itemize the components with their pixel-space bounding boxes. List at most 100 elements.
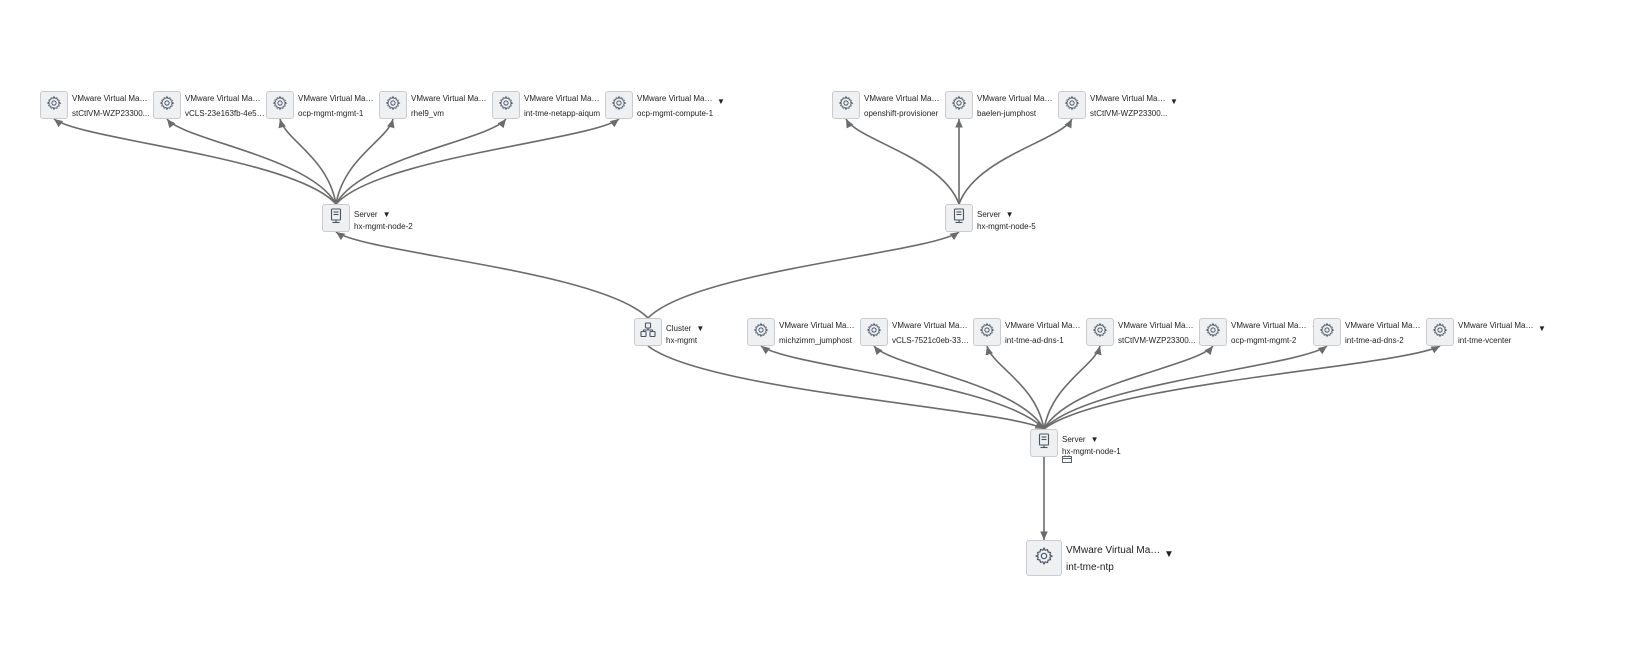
- expand-caret-icon[interactable]: ▼: [696, 324, 705, 333]
- expand-caret-icon[interactable]: ▼: [382, 210, 391, 219]
- gear-icon: [838, 95, 854, 116]
- node-type: VMware Virtual Mach...: [1458, 321, 1536, 330]
- edge-server_node2-to-vm_n2_3: [278, 118, 337, 205]
- expand-caret-icon[interactable]: ▼: [1538, 324, 1546, 333]
- vm-node-box[interactable]: [1026, 540, 1062, 576]
- node-name[interactable]: hx-mgmt-node-5: [977, 222, 1036, 231]
- vm-node-box[interactable]: [747, 318, 775, 346]
- gear-icon: [1319, 322, 1335, 343]
- edge-server_node2-to-vm_n2_1: [53, 118, 337, 205]
- server-node-box[interactable]: [322, 204, 350, 232]
- node-name[interactable]: int-tme-ntp: [1066, 562, 1114, 573]
- node-name[interactable]: int-tme-ad-dns-1: [1005, 336, 1064, 345]
- gear-icon: [498, 95, 514, 116]
- node-name[interactable]: ocp-mgmt-compute-1: [637, 109, 714, 118]
- node-label: Server ▼ hx-mgmt-node-1: [1062, 429, 1121, 457]
- node-type: VMware Virtual Mach...: [72, 94, 150, 103]
- expand-caret-icon[interactable]: ▼: [1005, 210, 1014, 219]
- vm-node-box[interactable]: [945, 91, 973, 119]
- node-name[interactable]: stCtlVM-WZP23300...: [1118, 336, 1196, 345]
- edge-server_node1-to-vm_n1_2: [873, 345, 1045, 430]
- node-name[interactable]: hx-mgmt: [666, 336, 698, 345]
- node-type: Cluster: [666, 324, 692, 333]
- node-label: VMware Virtual Mach...▼stCtlVM-WZP23300.…: [72, 91, 160, 119]
- node-name[interactable]: hx-mgmt-node-1: [1062, 447, 1121, 456]
- vm-node-box[interactable]: [1086, 318, 1114, 346]
- node-name[interactable]: int-tme-vcenter: [1458, 336, 1512, 345]
- node-name[interactable]: stCtlVM-WZP23300...: [72, 109, 150, 118]
- expand-caret-icon[interactable]: ▼: [1170, 97, 1178, 106]
- vm-node-box[interactable]: [379, 91, 407, 119]
- node-type: Server: [1062, 435, 1086, 444]
- vm-node-box[interactable]: [860, 318, 888, 346]
- node-name[interactable]: stCtlVM-WZP23300...: [1090, 109, 1168, 118]
- gear-icon: [272, 95, 288, 116]
- expand-caret-icon[interactable]: ▼: [717, 97, 725, 106]
- edge-server_node5-to-vm_n5_3: [958, 118, 1073, 205]
- node-type: VMware Virtual Mach...: [1005, 321, 1083, 330]
- node-name[interactable]: vCLS-7521c0eb-338...: [892, 336, 972, 345]
- node-name[interactable]: hx-mgmt-node-2: [354, 222, 413, 231]
- node-name[interactable]: ocp-mgmt-mgmt-1: [298, 109, 364, 118]
- vm-node-box[interactable]: [832, 91, 860, 119]
- node-label: VMware Virtual Mach...▼michzimm_jumphost: [779, 318, 867, 346]
- node-type: VMware Virtual Mach...: [185, 94, 263, 103]
- edge-server_node5-to-vm_n5_1: [845, 118, 960, 205]
- node-name[interactable]: baelen-jumphost: [977, 109, 1037, 118]
- node-label: VMware Virtual Mach...▼rhel9_vm: [411, 91, 499, 119]
- vm-node-box[interactable]: [266, 91, 294, 119]
- edge-server_node2-to-vm_n2_4: [335, 118, 395, 205]
- gear-icon: [1432, 322, 1448, 343]
- server-icon: [1037, 432, 1051, 454]
- node-name[interactable]: openshift-provisioner: [864, 109, 939, 118]
- vm-node-box[interactable]: [153, 91, 181, 119]
- gear-icon: [951, 95, 967, 116]
- vm-node-box[interactable]: [605, 91, 633, 119]
- node-label: VMware Virtual Mach...▼ocp-mgmt-mgmt-1: [298, 91, 386, 119]
- node-label: VMware Virtual Mach...▼ocp-mgmt-compute-…: [637, 91, 725, 119]
- node-type: Server: [977, 210, 1001, 219]
- gear-icon: [979, 322, 995, 343]
- node-label: Server▼hx-mgmt-node-2: [354, 204, 413, 232]
- expand-caret-icon[interactable]: ▼: [1164, 549, 1174, 560]
- gear-icon: [1092, 322, 1108, 343]
- node-type: VMware Virtual Mach...: [637, 94, 715, 103]
- node-name[interactable]: int-tme-netapp-aiqum: [524, 109, 601, 118]
- gear-icon: [1034, 546, 1054, 571]
- edge-server_node1-to-vm_n1_3: [985, 345, 1045, 430]
- edge-server_node2-to-vm_n2_6: [335, 118, 620, 205]
- vm-node-box[interactable]: [40, 91, 68, 119]
- vm-node-box[interactable]: [1199, 318, 1227, 346]
- node-label: VMware Virtual Mach...▼baelen-jumphost: [977, 91, 1065, 119]
- node-name[interactable]: michzimm_jumphost: [779, 336, 852, 345]
- server-node-box[interactable]: [1030, 429, 1058, 457]
- node-name[interactable]: rhel9_vm: [411, 109, 444, 118]
- vm-node-box[interactable]: [1426, 318, 1454, 346]
- vm-node-box[interactable]: [973, 318, 1001, 346]
- node-label: VMware Virtual Mach...▼int-tme-ntp: [1066, 544, 1186, 574]
- node-label: VMware Virtual Mach...▼int-tme-netapp-ai…: [524, 91, 612, 119]
- node-type: VMware Virtual Mach...: [298, 94, 376, 103]
- vm-node-box[interactable]: [492, 91, 520, 119]
- node-type: VMware Virtual Mach...: [779, 321, 857, 330]
- cluster-node-box[interactable]: [634, 318, 662, 346]
- node-type: VMware Virtual Mach...: [1345, 321, 1423, 330]
- node-name[interactable]: vCLS-23e163fb-4e5f...: [185, 109, 265, 118]
- edge-server_node1-to-vm_n1_7: [1043, 345, 1441, 430]
- node-type: VMware Virtual Mach...: [411, 94, 489, 103]
- gear-icon: [46, 95, 62, 116]
- server-node-box[interactable]: [945, 204, 973, 232]
- server-icon: [952, 207, 966, 229]
- node-label: Server ▼ hx-mgmt-node-5: [977, 204, 1036, 232]
- edge-cluster-to-server_node2: [335, 231, 649, 319]
- node-type: VMware Virtual Mach...: [524, 94, 602, 103]
- node-name[interactable]: ocp-mgmt-mgmt-2: [1231, 336, 1297, 345]
- node-label: VMware Virtual Mach...▼int-tme-ad-dns-1: [1005, 318, 1093, 346]
- node-label: VMware Virtual Mach...▼int-tme-ad-dns-2: [1345, 318, 1433, 346]
- node-label: VMware Virtual Mach...▼vCLS-7521c0eb-338…: [892, 318, 980, 346]
- vm-node-box[interactable]: [1058, 91, 1086, 119]
- expand-caret-icon[interactable]: ▼: [1090, 435, 1099, 444]
- edge-server_node1-to-vm_n1_6: [1043, 345, 1328, 430]
- node-name[interactable]: int-tme-ad-dns-2: [1345, 336, 1404, 345]
- vm-node-box[interactable]: [1313, 318, 1341, 346]
